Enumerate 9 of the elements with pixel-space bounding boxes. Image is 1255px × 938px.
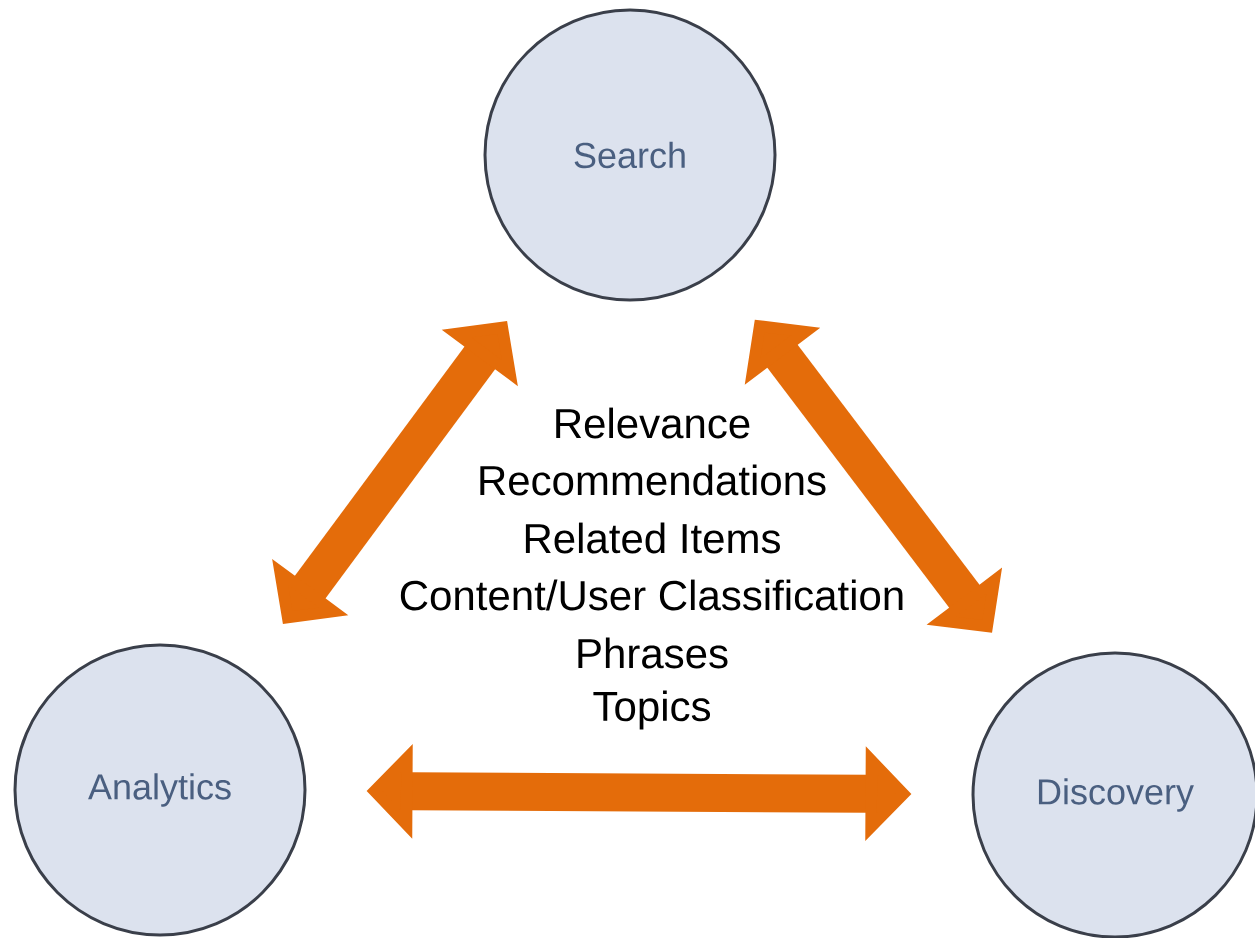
feature-text: Content/User Classification bbox=[400, 579, 903, 611]
circle-node: Search bbox=[483, 8, 777, 302]
feature-text: Relevance bbox=[556, 407, 750, 439]
feature-text: Related Items bbox=[525, 522, 780, 554]
feature-text: Topics bbox=[593, 690, 711, 730]
circle-node: Analytics bbox=[13, 643, 307, 937]
circle-node: Discovery bbox=[971, 651, 1255, 938]
feature-text: Recommendations bbox=[480, 464, 826, 496]
feature-text: Phrases bbox=[578, 637, 728, 669]
